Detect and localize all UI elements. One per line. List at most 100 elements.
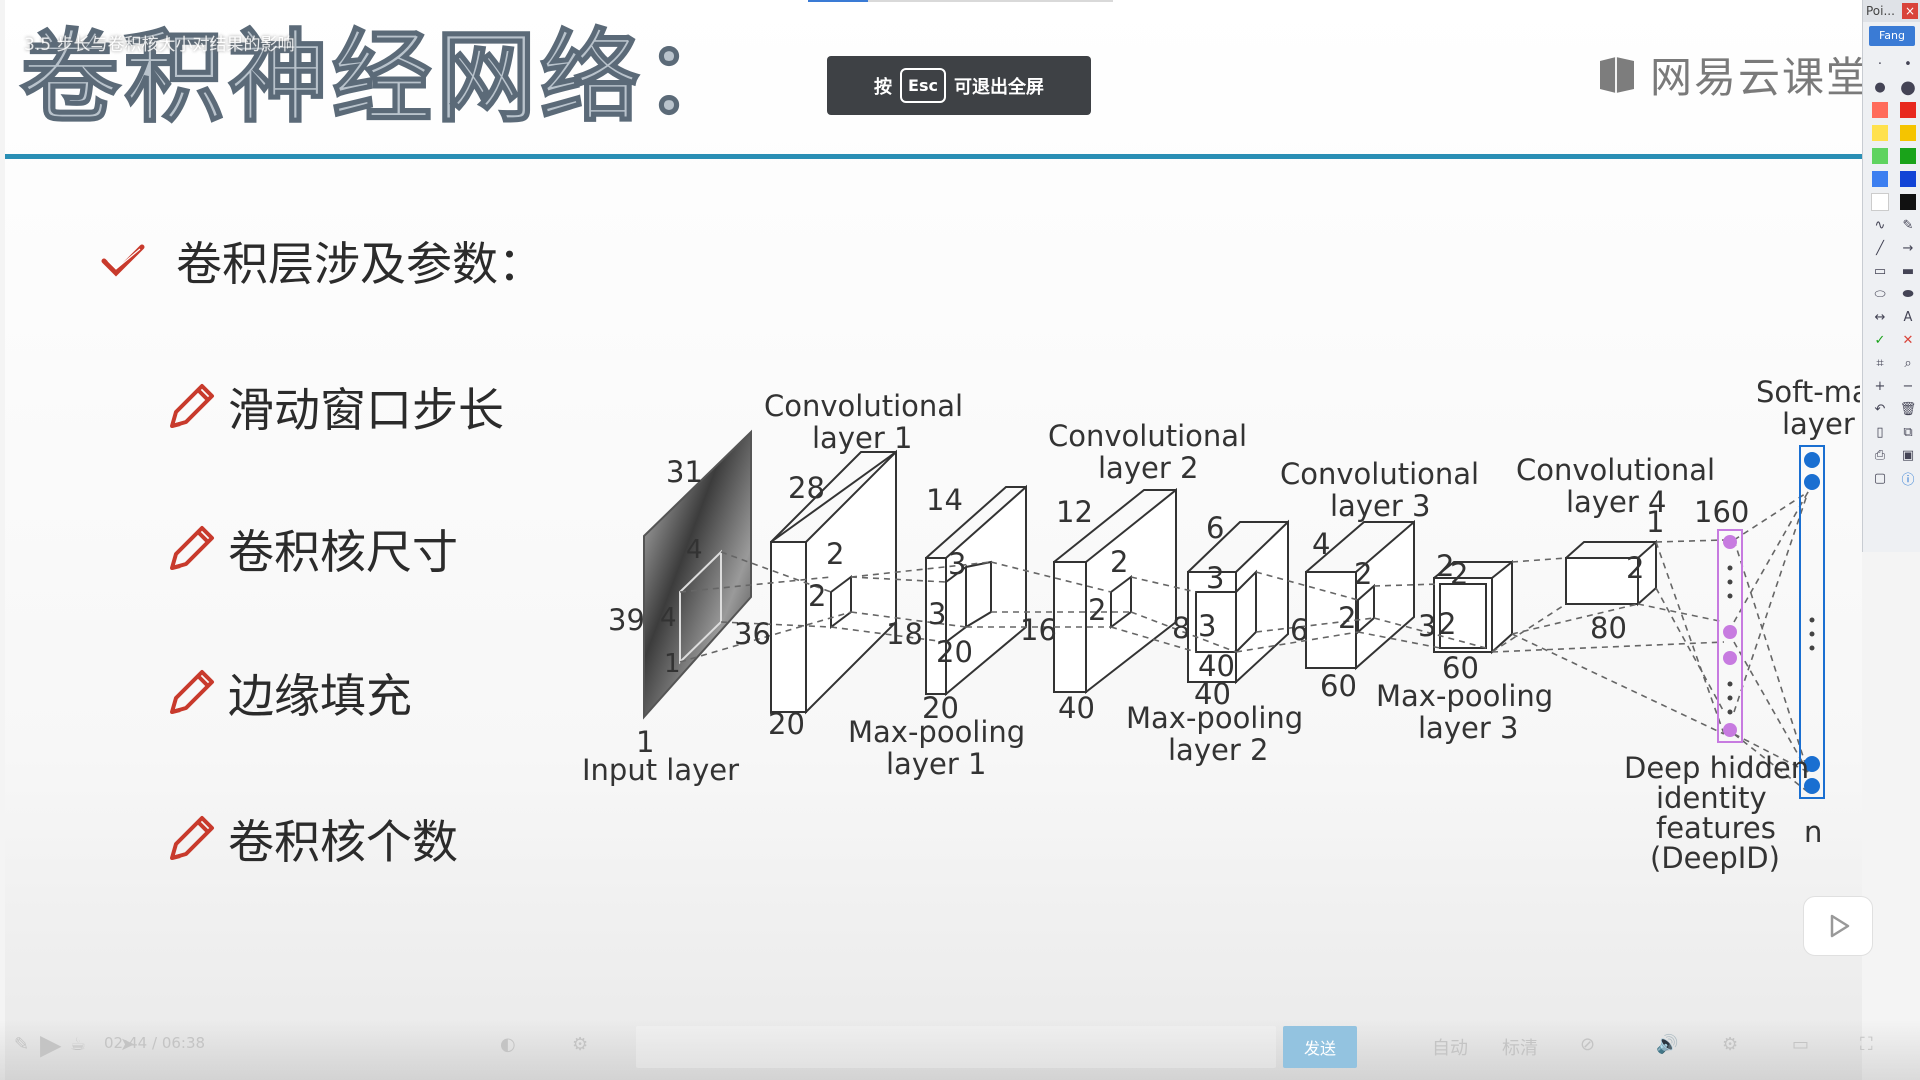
check-tool-icon[interactable]: ✓ <box>1874 332 1886 348</box>
pencil-icon <box>170 526 214 570</box>
auto-quality-button[interactable]: 自动 <box>1432 1038 1468 1059</box>
toolbar-header: Poi... × <box>1863 0 1920 22</box>
color-swatch[interactable] <box>1897 192 1919 212</box>
cross-tool-icon[interactable]: ✕ <box>1902 332 1914 348</box>
color-swatch[interactable] <box>1869 123 1891 143</box>
softmax-nodes <box>1804 452 1820 794</box>
freehand-icon[interactable]: ∿ <box>1874 217 1886 233</box>
color-swatch[interactable] <box>1897 123 1919 143</box>
dot-medium-icon[interactable]: • <box>1904 56 1912 72</box>
cup-icon[interactable]: ☕ <box>70 1034 87 1055</box>
undo-icon[interactable]: ↶ <box>1874 401 1886 417</box>
color-swatch[interactable] <box>1897 100 1919 120</box>
fullscreen-toast: 按 Esc 可退出全屏 <box>827 56 1091 115</box>
ellipse-icon[interactable]: ⬭ <box>1874 286 1886 302</box>
toolbar-mode-button[interactable]: Fang <box>1869 26 1915 46</box>
book-logo-icon <box>1600 56 1634 93</box>
conv1-kernel-a: 2 <box>826 537 844 571</box>
info-icon[interactable]: ⓘ <box>1901 472 1915 488</box>
conv3-dim-60: 60 <box>1320 669 1357 703</box>
conv3-dim-4: 4 <box>1312 527 1330 561</box>
toolbar-title: Poi... <box>1866 4 1895 18</box>
deepid-dots <box>1727 565 1733 715</box>
mute-danmaku-icon[interactable]: ⊘ <box>1580 1034 1596 1055</box>
play-overlay-button[interactable] <box>1803 896 1873 956</box>
settings-icon[interactable]: ⚙ <box>1722 1034 1739 1055</box>
conv2-dim-12: 12 <box>1056 495 1093 529</box>
color-swatch[interactable] <box>1897 146 1919 166</box>
pool2-kernel-a: 3 <box>1206 561 1224 595</box>
zoom-in-icon[interactable]: + <box>1874 378 1886 394</box>
pool3-kernel-a: 2 <box>1450 557 1468 591</box>
conv1-label-1: Convolutional <box>764 389 963 423</box>
new-page-icon[interactable]: ▯ <box>1876 424 1884 440</box>
list-item: 卷积核个数 <box>166 806 458 872</box>
double-arrow-icon[interactable]: ↔ <box>1874 309 1886 325</box>
swatch-fill <box>1872 171 1888 187</box>
arrow-icon[interactable]: → <box>1902 240 1914 256</box>
fullscreen-icon[interactable]: ⛶ <box>1860 1034 1873 1055</box>
swatch-fill <box>1900 171 1916 187</box>
window-mode-icon[interactable]: ▭ <box>1792 1034 1810 1055</box>
input-kernel-4b: 4 <box>660 603 677 633</box>
quality-button[interactable]: 标清 <box>1502 1038 1538 1059</box>
screen-icon[interactable]: ▢ <box>1873 470 1887 486</box>
swatch-fill <box>1872 125 1888 141</box>
conv2-kernel-b: 2 <box>1088 593 1106 627</box>
color-swatch[interactable] <box>1869 100 1891 120</box>
dot-large-icon[interactable]: ● <box>1874 79 1886 95</box>
pool2-dim-6: 6 <box>1206 511 1224 545</box>
cursor-icon[interactable]: ➤ <box>120 1034 136 1055</box>
pencil-tool-icon[interactable]: ✎ <box>1902 217 1914 233</box>
color-swatch[interactable] <box>1869 169 1891 189</box>
deepid-label-3: features <box>1656 811 1776 845</box>
danmaku-input[interactable] <box>636 1026 1276 1068</box>
send-button[interactable]: 发送 <box>1283 1026 1357 1068</box>
save-icon[interactable]: ▣ <box>1901 447 1915 463</box>
color-swatch[interactable] <box>1897 169 1919 189</box>
dot-xlarge-icon[interactable]: ● <box>1900 76 1916 98</box>
pool1-label-1: Max-pooling <box>848 715 1025 749</box>
deepid-nodes <box>1723 535 1737 737</box>
pool2-box <box>1187 519 1289 685</box>
trash-icon[interactable]: 🗑 <box>1899 401 1917 417</box>
pool1-label-2: layer 1 <box>886 747 986 781</box>
pen-icon[interactable]: ✎ <box>14 1034 30 1055</box>
zoom-out-icon[interactable]: − <box>1902 378 1914 394</box>
close-icon[interactable]: × <box>1902 3 1918 19</box>
conv4-dim-1: 1 <box>1646 505 1664 539</box>
pool1-dim-20b: 20 <box>922 691 959 725</box>
pool1-kernel-a: 3 <box>948 547 966 581</box>
filled-ellipse-icon[interactable]: ⬬ <box>1902 286 1914 302</box>
input-kernel-1: 1 <box>664 649 681 679</box>
conv4-label-2: layer 4 <box>1566 485 1666 519</box>
item-text: 边缘填充 <box>228 669 412 723</box>
play-button-icon[interactable]: ▶ <box>40 1028 62 1061</box>
filled-rectangle-icon[interactable]: ▬ <box>1901 263 1915 279</box>
conv1-dim-28: 28 <box>788 471 825 505</box>
color-swatch[interactable] <box>1869 146 1891 166</box>
pencil-icon <box>170 816 214 860</box>
input-dim-31: 31 <box>666 455 703 489</box>
toast-suffix: 可退出全屏 <box>953 76 1044 98</box>
conv1-box <box>770 449 897 715</box>
line-icon[interactable]: ╱ <box>1876 240 1884 256</box>
copy-icon[interactable]: ⧉ <box>1903 424 1913 440</box>
pool1-dim-14: 14 <box>926 483 963 517</box>
pool3-label-2: layer 3 <box>1418 711 1518 745</box>
zoom-icon[interactable]: ⌕ <box>1904 355 1912 371</box>
rectangle-icon[interactable]: ▭ <box>1873 263 1887 279</box>
danmaku-settings-icon[interactable]: ⚙ <box>572 1034 589 1055</box>
volume-icon[interactable]: 🔊 <box>1656 1034 1679 1055</box>
dot-small-icon[interactable]: · <box>1877 56 1883 72</box>
text-tool-icon[interactable]: A <box>1903 309 1913 325</box>
color-swatch[interactable] <box>1869 192 1891 212</box>
top-progress <box>808 0 1113 2</box>
danmaku-toggle-icon[interactable]: ◐ <box>500 1034 516 1055</box>
print-icon[interactable]: ⎙ <box>1874 447 1886 463</box>
crop-icon[interactable]: ⌗ <box>1876 355 1884 371</box>
title-divider <box>5 154 1862 159</box>
swatch-fill <box>1872 148 1888 164</box>
conv4-dim-80: 80 <box>1590 611 1627 645</box>
list-item: 边缘填充 <box>166 660 412 726</box>
